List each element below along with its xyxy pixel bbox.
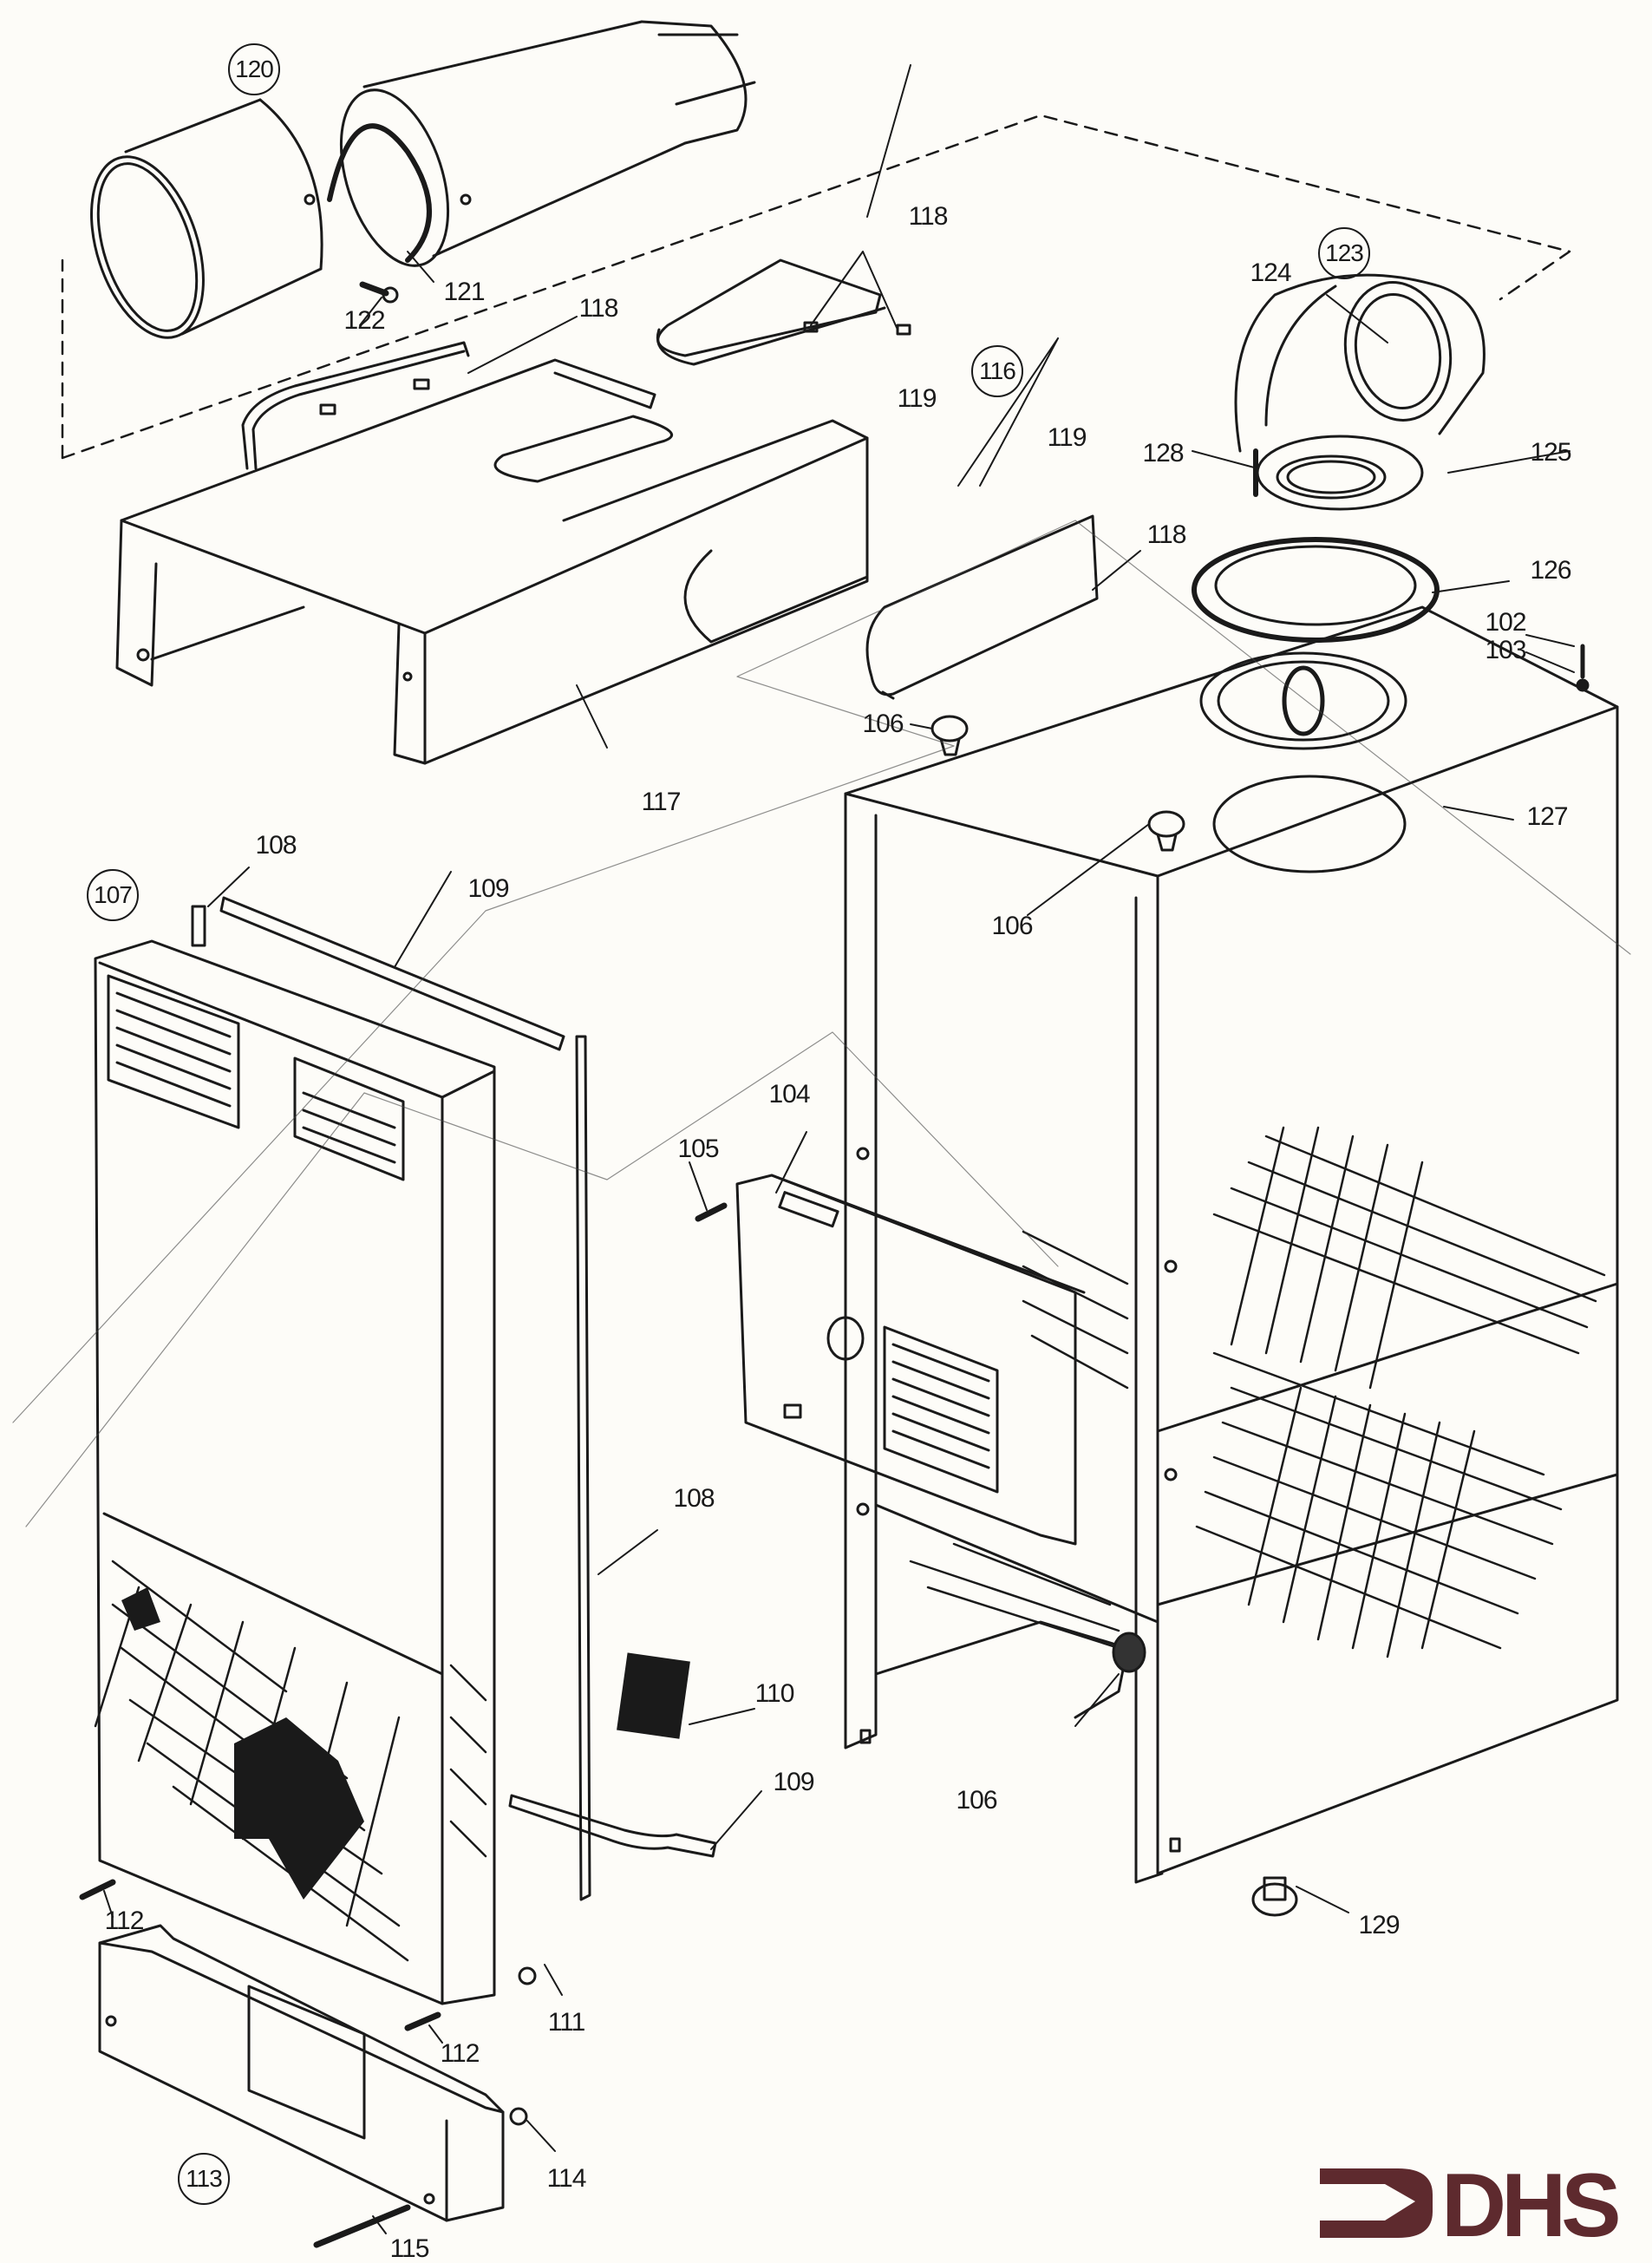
leader-lines [103,64,1575,2234]
top-cover-117 [115,358,869,765]
part-label-118: 118 [908,202,949,231]
nut-114 [509,2107,528,2126]
assembly-callout-120: 120 [228,43,280,95]
assembly-callout-116: 116 [971,345,1023,397]
dhs-logo: DHS [1311,2155,1641,2256]
part-label-108: 108 [255,831,297,860]
part-label-109: 109 [467,874,509,903]
part-label-118: 118 [578,294,619,323]
logo-text: DHS [1441,2155,1622,2256]
part-label-115: 115 [389,2234,430,2263]
flue-terminal [90,20,756,339]
part-label-128: 128 [1142,439,1184,468]
assembly-boundary-dashed [61,114,1571,460]
assembly-callout-107: 107 [87,869,139,921]
part-label-106: 106 [862,710,904,738]
part-label-127: 127 [1526,802,1568,831]
watermark-outline [12,520,1631,1527]
arrow-bracket-icon [1320,2168,1433,2238]
bolt-102 [1576,644,1590,692]
top-cover-side-strip [241,341,470,470]
control-panel-104 [735,1174,1086,1546]
assembly-callout-113: 113 [178,2153,230,2205]
part-label-105: 105 [677,1135,719,1163]
flue-elbow [1234,273,1485,511]
part-label-111: 111 [547,2008,586,2037]
part-label-126: 126 [1530,556,1571,585]
part-label-125: 125 [1530,438,1571,467]
front-panel-black-shape [234,1717,364,1900]
front-panel-107 [94,939,496,2005]
screw-122 [359,281,399,304]
part-label-106: 106 [991,912,1033,940]
screw-105 [695,1202,728,1222]
nut-111 [518,1966,537,1985]
part-label-119: 119 [897,384,937,413]
front-panel-black-shape-2 [121,1587,160,1631]
part-label-108: 108 [673,1484,715,1513]
seal-strips [191,896,717,1901]
part-label-112: 112 [440,2039,480,2068]
filter-pad-110 [617,1652,690,1739]
part-label-119: 119 [1047,423,1087,452]
part-label-118: 118 [1146,520,1187,549]
part-label-129: 129 [1358,1911,1400,1939]
grommet-106-b [1147,810,1185,852]
foot-129 [1251,1876,1298,1917]
part-label-122: 122 [343,306,385,335]
assembly-callout-123: 123 [1318,227,1370,279]
top-cover-plate [656,258,911,366]
part-label-110: 110 [754,1679,795,1708]
grommet-106-c [1112,1632,1146,1673]
bottom-cover-113 [98,1924,505,2222]
side-strip-118-right [865,514,1099,700]
screw-115 [313,2204,411,2248]
part-label-102: 102 [1485,608,1526,637]
part-label-112: 112 [104,1907,145,1935]
part-label-106: 106 [956,1786,997,1815]
screw-112-right [404,2011,441,2031]
gasket-126 [1192,537,1440,643]
part-label-117: 117 [641,788,682,816]
part-label-121: 121 [443,278,485,306]
part-label-124: 124 [1250,258,1291,287]
part-label-109: 109 [773,1768,814,1796]
screw-112-left [79,1879,116,1900]
part-label-104: 104 [768,1080,810,1109]
boiler-casing [844,605,1619,1884]
grommet-106-a [930,715,969,756]
part-label-114: 114 [546,2164,587,2193]
part-label-103: 103 [1485,636,1526,664]
